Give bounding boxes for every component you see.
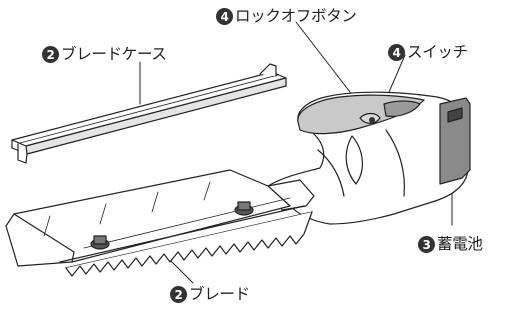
label-blade-case-text: ブレードケース [61,44,167,63]
label-lock-off-button: 4 ロックオフボタン [216,8,357,25]
blade-drawing [5,169,313,277]
label-blade: 2 ブレード [170,286,250,303]
label-blade-number: 2 [170,286,187,303]
trimmer-body-drawing [267,91,471,225]
label-battery-number: 3 [418,236,435,253]
label-switch-text: スイッチ [407,42,468,61]
label-blade-case: 2 ブレードケース [42,46,167,63]
label-lock-off-button-number: 4 [216,8,233,25]
label-switch-number: 4 [388,44,405,61]
label-battery: 3 蓄電池 [418,236,483,253]
label-battery-text: 蓄電池 [437,234,483,253]
label-blade-case-number: 2 [42,46,59,63]
blade-case-drawing [11,63,287,164]
label-blade-text: ブレード [189,284,250,303]
label-lock-off-button-text: ロックオフボタン [235,6,357,25]
label-switch: 4 スイッチ [388,44,468,61]
